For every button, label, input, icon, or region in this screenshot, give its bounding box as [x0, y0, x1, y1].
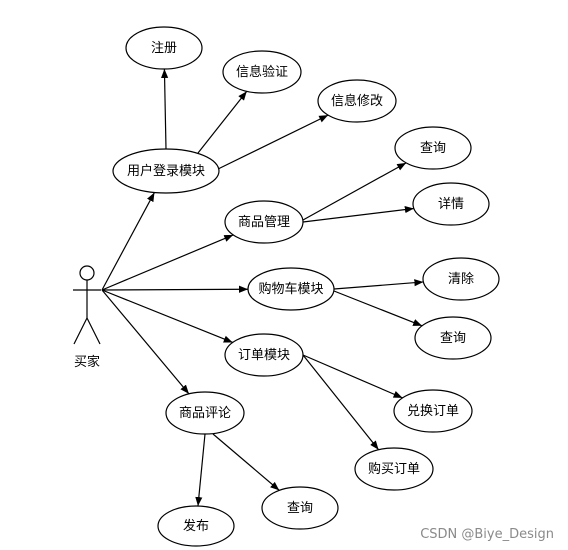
use-case-label: 查询 [440, 331, 466, 346]
use-case-label: 订单模块 [238, 348, 290, 363]
use-case-user-login[interactable]: 用户登录模块 [112, 148, 220, 194]
use-case-product-manage[interactable]: 商品管理 [224, 200, 304, 244]
use-case-label: 查询 [287, 501, 313, 516]
edge-actor-to-order [101, 289, 233, 344]
edge-order-to-order-buy [302, 354, 380, 451]
edge-cart-to-cart-query [333, 290, 423, 327]
use-case-product-query[interactable]: 查询 [394, 126, 472, 170]
edge-review-to-review-query [212, 433, 280, 491]
edge-actor-to-review [101, 289, 190, 395]
use-case-label: 购物车模块 [258, 281, 323, 297]
use-case-info-modify[interactable]: 信息修改 [317, 79, 397, 123]
edge-user-login-to-info-verify [197, 90, 248, 154]
stick-figure-icon [73, 265, 101, 345]
use-case-label: 发布 [183, 518, 209, 534]
use-case-label: 信息验证 [236, 64, 288, 80]
use-case-review-query[interactable]: 查询 [261, 486, 339, 530]
edge-actor-to-user-login [101, 192, 155, 291]
edges-layer [101, 68, 424, 507]
use-case-label: 详情 [438, 197, 464, 212]
edge-review-to-review-publish [195, 433, 206, 507]
watermark: CSDN @Biye_Design [420, 527, 554, 542]
use-case-label: 注册 [151, 41, 177, 56]
edge-order-to-order-exchange [302, 354, 403, 399]
actor-buyer: 买家 [73, 265, 101, 370]
use-case-label: 商品评论 [179, 406, 231, 421]
use-case-register[interactable]: 注册 [125, 26, 203, 70]
use-case-order[interactable]: 订单模块 [224, 333, 304, 377]
edge-user-login-to-info-modify [215, 114, 329, 171]
use-case-info-verify[interactable]: 信息验证 [222, 50, 302, 94]
use-case-cart[interactable]: 购物车模块 [247, 267, 335, 311]
use-case-order-exchange[interactable]: 兑换订单 [393, 389, 473, 433]
use-case-label: 兑换订单 [407, 404, 459, 419]
edge-actor-to-product-manage [101, 234, 234, 291]
edge-actor-to-cart [101, 285, 249, 293]
use-case-cart-query[interactable]: 查询 [414, 316, 492, 360]
use-case-order-buy[interactable]: 购买订单 [354, 447, 434, 491]
use-case-cart-clear[interactable]: 清除 [422, 257, 500, 301]
use-case-label: 信息修改 [331, 93, 383, 109]
use-case-label: 购买订单 [368, 461, 420, 477]
actor-label: 买家 [74, 354, 100, 370]
use-case-review[interactable]: 商品评论 [165, 391, 245, 435]
edge-product-manage-to-product-query [302, 162, 407, 221]
edge-cart-to-cart-clear [333, 279, 424, 290]
use-case-label: 商品管理 [238, 215, 290, 230]
use-case-product-detail[interactable]: 详情 [412, 182, 490, 226]
use-case-label: 查询 [420, 141, 446, 156]
edge-user-login-to-register [160, 68, 169, 150]
edge-product-manage-to-product-detail [302, 206, 414, 223]
use-case-label: 清除 [448, 272, 474, 287]
use-case-review-publish[interactable]: 发布 [157, 505, 235, 547]
use-case-label: 用户登录模块 [127, 163, 205, 179]
